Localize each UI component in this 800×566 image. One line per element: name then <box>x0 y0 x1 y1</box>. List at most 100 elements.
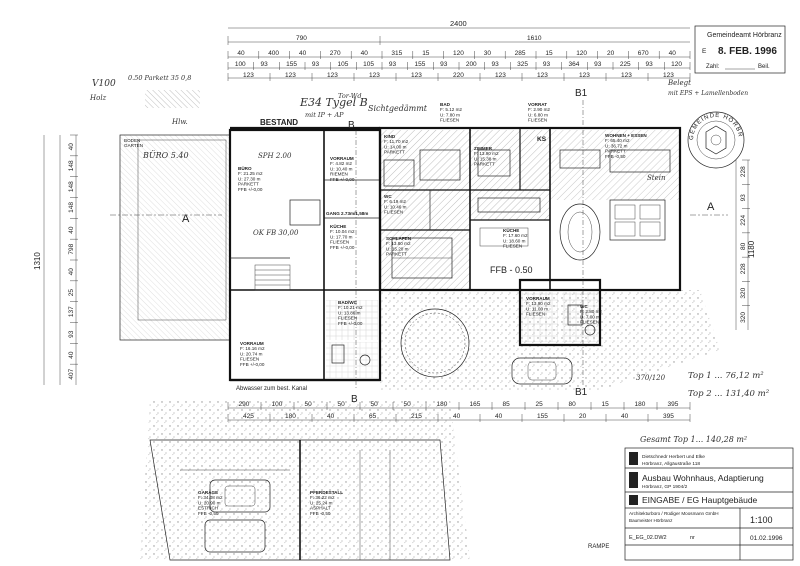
room-label-line: U: 7.00 m <box>580 314 600 319</box>
received-stamp: Gemeindeamt Hörbranz E 8. FEB. 1996 Zahl… <box>694 25 786 74</box>
room-label-line: U: 17.70 m <box>330 234 353 239</box>
room-label-line: BAD <box>440 102 451 107</box>
dim-segment: 320 <box>740 312 747 323</box>
room-label-line: PARKETT <box>238 182 259 187</box>
note-buero: BÜRO 5.40 <box>142 151 189 160</box>
tb-owner-address: Hörbranz, Allgäustraße 118 <box>642 461 700 467</box>
room-label-line: VORRAUM <box>240 341 264 346</box>
note-sph: SPH 2.00 <box>258 152 292 160</box>
dim-segment: 93 <box>740 194 747 202</box>
room-label-line: VORRAUM <box>526 296 550 301</box>
dim-segment: 407 <box>68 368 75 379</box>
note-ip-ap: mit IP + AP <box>305 111 344 119</box>
room-label-line: U: 15.38 m <box>474 156 497 161</box>
tb-owner: Dietschnedr Herbert und Elke <box>642 454 705 460</box>
dim-segment: 228 <box>740 263 747 274</box>
dim-segment: 123 <box>411 72 422 79</box>
car-symbol <box>511 357 573 385</box>
room-label-line: U: 7.80 m <box>440 112 460 117</box>
room-label-line: F: 36.22 m2 <box>310 495 335 500</box>
room-label-line: PARKETT <box>384 150 405 155</box>
dim-segment: 798 <box>68 243 75 254</box>
dim-segment: 123 <box>621 72 632 79</box>
tb-architect: Architekturbüro / Rüdiger Moosmann GmbH <box>629 511 719 516</box>
dim-segment: 155 <box>415 61 426 68</box>
room-label-gang: GANG 2.73m/1,58m <box>326 211 368 216</box>
room-label-line: FFB +/-0,00 <box>240 362 265 367</box>
dim-segment: 93 <box>492 61 500 68</box>
room-label-line: FLIESEN <box>384 210 403 215</box>
room-label-line: KIND <box>384 134 396 139</box>
room-label-line: F: 10.04 m2 <box>330 229 355 234</box>
label-ks: KS <box>537 136 547 143</box>
room-label-line: GARAGE <box>198 490 218 495</box>
dim-span: 1610 <box>527 35 542 42</box>
dim-segment: 364 <box>569 61 580 68</box>
dim-segment: 120 <box>576 50 587 57</box>
section-b1-top: B1 <box>575 88 588 99</box>
dim-segment: 137 <box>68 306 75 317</box>
room-label-line: PARKETT <box>474 162 495 167</box>
dim-segment: 320 <box>740 287 747 298</box>
room-label-line: F: 34.08 m2 <box>198 495 223 500</box>
dining-table <box>559 203 601 261</box>
dim-segment: 670 <box>638 50 649 57</box>
room-label-line: FLIESEN <box>526 312 545 317</box>
dim-segment: 148 <box>68 160 75 171</box>
dim-right-overall: 1180 <box>747 240 756 258</box>
note-top2: Top 2 ... 131,40 m² <box>688 389 770 399</box>
dim-segment: 220 <box>453 72 464 79</box>
dim-segment: 180 <box>635 401 646 408</box>
dim-segment: 40 <box>621 413 629 420</box>
dim-segment: 123 <box>537 72 548 79</box>
room-label-line: F: 16.16 m2 <box>240 346 265 351</box>
garage-stable-wing: RAMPE <box>149 439 609 561</box>
room-label-line: U: 15.20 m <box>386 246 409 251</box>
dim-segment: 25 <box>68 289 75 297</box>
section-b-bottom: B <box>351 394 358 405</box>
label-bestand: BESTAND <box>260 118 298 127</box>
stamp-prefix: E <box>702 48 707 55</box>
dim-segment: 40 <box>68 226 75 234</box>
dim-segment: 224 <box>740 214 747 225</box>
tb-plan-no-label: nr <box>690 535 695 541</box>
room-label-line: FFB -0,50 <box>605 154 626 159</box>
note-eps: mit EPS + Lamellenboden <box>668 90 748 97</box>
dim-segment: 400 <box>268 50 279 57</box>
dim-segment: 40 <box>299 50 307 57</box>
note-torwd: Tor-Wd <box>338 92 362 100</box>
dim-segment: 40 <box>68 268 75 276</box>
existing-building: BODEN GARTEN BESTAND Abwasser zum best. … <box>119 118 382 392</box>
dim-segment: 123 <box>285 72 296 79</box>
room-label-line: F: 2.90 m2 <box>528 107 550 112</box>
note-holz: Holz <box>89 94 107 102</box>
tb-architect-2: Baumeister Hörbranz <box>629 518 673 523</box>
dim-segment: 40 <box>237 50 245 57</box>
label-ok-floor: OK FB 30,00 <box>253 229 299 237</box>
dim-segment: 25 <box>536 401 544 408</box>
room-label-line: U: 11.00 m <box>526 306 548 311</box>
dim-segment: 120 <box>453 50 464 57</box>
dim-segment: 228 <box>740 166 747 177</box>
dim-segment: 155 <box>537 413 548 420</box>
note-top1: Top 1 ... 76,12 m² <box>688 371 764 381</box>
dim-segment: 285 <box>515 50 526 57</box>
room-label-line: ZIMMER <box>474 146 493 151</box>
dim-segment: 123 <box>663 72 674 79</box>
round-planter <box>400 308 470 378</box>
room-label-line: BAD/WC <box>338 300 358 305</box>
tb-project: Ausbau Wohnhaus, Adaptierung <box>642 473 764 483</box>
section-b1-bottom: B1 <box>575 387 588 398</box>
tb-date: 01.02.1996 <box>750 535 783 542</box>
